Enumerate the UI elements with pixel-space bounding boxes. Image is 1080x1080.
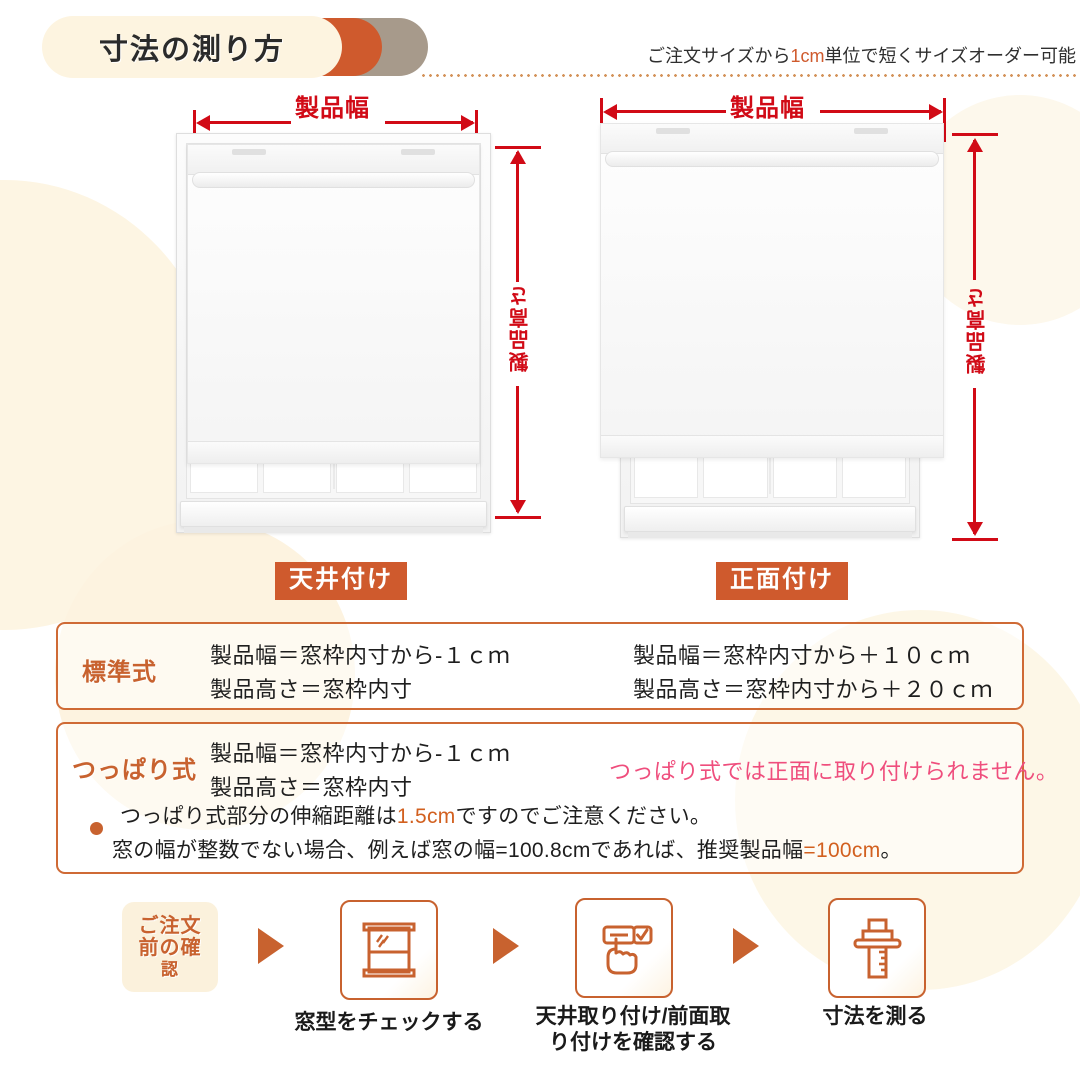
left-height-arrow-line-bottom <box>516 386 519 512</box>
left-height-arrow-line-top <box>516 152 519 282</box>
left-height-label: 製品高さ <box>510 284 532 372</box>
badge-front-mount: 正面付け <box>716 562 848 600</box>
left-window-sill <box>180 501 487 527</box>
header-dotted-divider <box>420 74 1080 77</box>
right-height-arrowhead-top <box>967 138 983 152</box>
spec-kind-standard: 標準式 <box>82 659 157 686</box>
spec-standard-inside-height: 製品高さ＝窓枠内寸 <box>210 677 413 702</box>
right-window-lock-stem <box>769 440 771 494</box>
badge-ceiling-mount: 天井付け <box>275 562 407 600</box>
right-width-tick-start <box>600 98 603 142</box>
step-arrow-3-icon <box>733 928 759 964</box>
step-1-icon-window <box>340 900 438 1000</box>
right-width-label: 製品幅 <box>730 95 805 122</box>
right-height-label: 製品高さ <box>967 286 989 374</box>
header-note: ご注文サイズから1cm単位で短くサイズオーダー可能 <box>647 42 1076 68</box>
spec-tension-inside-height: 製品高さ＝窓枠内寸 <box>210 775 413 800</box>
left-width-arrowhead-left <box>196 115 210 131</box>
header-note-prefix: ご注文サイズから <box>647 46 791 66</box>
right-height-tick-top <box>952 133 998 136</box>
right-window-sill-shadow <box>628 532 912 538</box>
step-2-icon-hand-checkbox <box>575 898 673 998</box>
spec-standard-outside-height: 製品高さ＝窓枠内寸から＋２０ｃｍ <box>633 677 994 702</box>
order-steps: ご注文 前の確 認 窓型をチェックする 天井取り付け/前面取り付けを確認する <box>0 890 1080 1080</box>
note-non-integer-pre: 窓の幅が整数でない場合、例えば窓の幅=100.8cmであれば、推奨製品幅 <box>112 839 804 862</box>
step-2-caption: 天井取り付け/前面取り付けを確認する <box>535 1005 731 1055</box>
page-header: 寸法の測り方 ご注文サイズから1cm単位で短くサイズオーダー可能 <box>0 0 1080 92</box>
spec-standard-outside-width: 製品幅＝窓枠内寸から＋１０ｃｍ <box>633 643 971 668</box>
step-start-line1: ご注文 <box>138 915 202 938</box>
note-tension-stretch-pre: つっぱり式部分の伸縮距離は <box>120 805 397 828</box>
right-window-sill <box>624 506 916 532</box>
right-width-arrow-line-right <box>820 110 941 113</box>
right-width-arrow-line-left <box>606 110 726 113</box>
page-title-text: 寸法の測り方 <box>98 34 285 66</box>
left-blind-bracket <box>401 149 435 155</box>
right-blind-headrail <box>601 124 943 154</box>
left-blind-bottom-bar <box>188 441 479 463</box>
spec-kind-tension: つっぱり式 <box>72 757 197 784</box>
note-non-integer-width: 窓の幅が整数でない場合、例えば窓の幅=100.8cmであれば、推奨製品幅=100… <box>112 834 902 864</box>
right-width-arrowhead-right <box>929 104 943 120</box>
spec-box-tension: つっぱり式 製品幅＝窓枠内寸から-１ｃｍ 製品高さ＝窓枠内寸 つっぱり式では正面… <box>56 722 1058 874</box>
note-non-integer-value: =100cm <box>803 839 881 862</box>
header-note-highlight: 1cm <box>790 46 825 66</box>
step-arrow-1-icon <box>258 928 284 964</box>
left-height-tick-bottom <box>495 516 541 519</box>
left-height-tick-top <box>495 146 541 149</box>
right-width-tick-end <box>943 98 946 142</box>
hand-checkbox-icon <box>602 925 653 975</box>
right-blind-bracket <box>656 128 690 134</box>
step-arrow-2-icon <box>493 928 519 964</box>
right-height-tick-bottom <box>952 538 998 541</box>
left-width-arrow-line-left <box>199 121 291 124</box>
right-roller-blind <box>600 123 944 458</box>
page-title: 寸法の測り方 <box>42 16 342 78</box>
right-width-arrowhead-left <box>603 104 617 120</box>
right-blind-bracket <box>854 128 888 134</box>
left-window-sill-shadow <box>184 527 483 533</box>
spec-tension-inside-width: 製品幅＝窓枠内寸から-１ｃｍ <box>210 741 511 766</box>
step-start-badge: ご注文 前の確 認 <box>122 902 218 992</box>
header-note-suffix: 単位で短くサイズオーダー可能 <box>824 46 1076 66</box>
left-window-illustration <box>176 133 491 533</box>
spec-standard-inside-width: 製品幅＝窓枠内寸から‐１ｃｍ <box>210 643 511 668</box>
step-start-line2: 前の確 <box>138 937 202 960</box>
spec-tension-warning: つっぱり式では正面に取り付けられません。 <box>609 759 1059 784</box>
note-tension-stretch-post: ですのでご注意ください。 <box>455 805 712 828</box>
left-height-arrowhead-top <box>510 150 526 164</box>
spec-box-standard: 標準式 製品幅＝窓枠内寸から‐１ｃｍ 製品高さ＝窓枠内寸 製品幅＝窓枠内寸から＋… <box>56 622 1024 710</box>
left-width-label: 製品幅 <box>295 95 370 122</box>
measuring-ruler-icon <box>853 918 902 979</box>
note-non-integer-post: 。 <box>880 839 902 862</box>
left-height-arrowhead-bottom <box>510 500 526 514</box>
bullet-marker <box>90 822 103 835</box>
right-height-arrow-line-bottom <box>973 388 976 534</box>
right-blind-bottom-bar <box>601 435 943 457</box>
left-width-arrow-line-right <box>385 121 473 124</box>
right-height-arrow-line-top <box>973 140 976 280</box>
note-tension-stretch-value: 1.5cm <box>396 805 456 828</box>
left-blind-bracket <box>232 149 266 155</box>
step-3-icon-ruler <box>828 898 926 998</box>
step-start-line3: 認 <box>161 959 179 979</box>
measurement-diagrams: 製品幅 <box>0 88 1080 608</box>
left-width-arrowhead-right <box>461 115 475 131</box>
left-blind-roller-tube <box>192 172 475 188</box>
note-tension-stretch: つっぱり式部分の伸縮距離は1.5cmですのでご注意ください。 <box>120 800 711 830</box>
step-3-caption: 寸法を測る <box>822 1005 928 1028</box>
right-blind-roller-tube <box>605 151 939 167</box>
step-1-caption: 窓型をチェックする <box>294 1011 484 1034</box>
left-roller-blind <box>187 144 480 464</box>
right-height-arrowhead-bottom <box>967 522 983 536</box>
window-icon <box>362 922 416 978</box>
